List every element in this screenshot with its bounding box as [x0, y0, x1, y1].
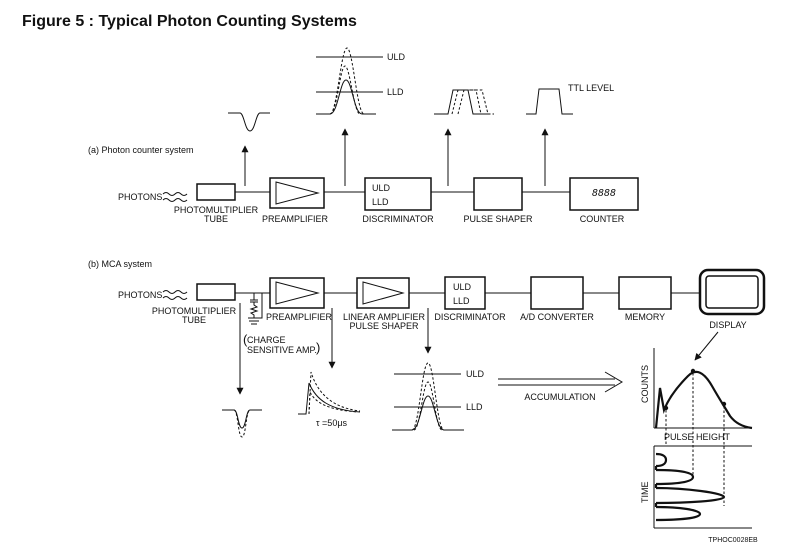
amplifier-triangle-icon [275, 181, 320, 205]
time-pulse [655, 505, 702, 522]
display-label: DISPLAY [709, 320, 746, 330]
linear-amp-output-dashed-waveform [413, 381, 443, 431]
linear-amp-line2: PULSE SHAPER [349, 321, 419, 331]
pmt-label-line1: PHOTOMULTIPLIER [174, 205, 259, 215]
preamp-output-dashed-waveform [308, 371, 361, 415]
photon-wave-icon [162, 290, 188, 294]
time-pulse [655, 486, 726, 505]
photon-wave-icon [162, 192, 188, 196]
charge-amp-line2: SENSITIVE AMP. [247, 345, 317, 355]
time-pulse [655, 468, 695, 486]
lld-label-b: LLD [453, 296, 470, 306]
display-monitor-screen [705, 275, 759, 309]
photons-label-b: PHOTONS [118, 290, 162, 300]
charge-paren-open: ( [243, 332, 248, 347]
ttl-level-label: TTL LEVEL [568, 83, 614, 93]
photon-wave-icon [162, 296, 188, 300]
linear-amp-output-dashed-waveform [411, 362, 445, 431]
photon-wave-icon [162, 198, 188, 202]
discriminator-label-b: DISCRIMINATOR [434, 312, 506, 322]
amplifier-triangle-icon [275, 281, 320, 305]
pulse-height-axis-label: PULSE HEIGHT [664, 432, 731, 442]
pulse-dashed-high-waveform [329, 47, 365, 115]
ttl-pulse-waveform [526, 88, 573, 115]
linear-amp-line1: LINEAR AMPLIFIER [343, 312, 426, 322]
footer-code: TPHOC0028EB [708, 537, 758, 544]
pmt-label-line2: TUBE [204, 214, 228, 224]
photons-label-a: PHOTONS [118, 192, 162, 202]
preamp-output-dashed-waveform [308, 390, 359, 415]
caption-photon-counter: (a) Photon counter system [88, 145, 194, 155]
preamplifier-label-a: PREAMPLIFIER [262, 214, 329, 224]
caption-mca: (b) MCA system [88, 259, 152, 269]
pmt-pulse-dashed-waveform-b [233, 409, 251, 438]
pulse-solid-waveform [316, 79, 376, 115]
counts-axis-label: COUNTS [640, 365, 650, 403]
photon-counter-system: (a) Photon counter system PHOTONS PHOTOM… [88, 47, 639, 224]
pulse-shaper-label: PULSE SHAPER [463, 214, 533, 224]
pmt-pulse-waveform-b [222, 409, 262, 429]
ad-converter-label: A/D CONVERTER [520, 312, 594, 322]
pulse-dashed-mid-waveform [329, 65, 361, 115]
photomultiplier-tube-box-b [196, 283, 236, 301]
histogram-point [663, 405, 669, 411]
uld-label-b: ULD [453, 282, 472, 292]
discriminator-output-dashed-waveform [457, 89, 494, 115]
time-pulse [655, 452, 668, 468]
charge-paren-close: ) [316, 340, 320, 355]
ad-converter-box [530, 276, 584, 310]
histogram-point [690, 368, 696, 374]
charge-amp-wire [254, 293, 263, 319]
counter-box [569, 177, 639, 211]
pmt-label-b-line2: TUBE [182, 315, 206, 325]
lld-label-a: LLD [372, 197, 389, 207]
mca-system: (b) MCA system PHOTONS PHOTOMULTIPLIER T… [88, 259, 766, 529]
linear-amp-output-waveform [392, 395, 464, 431]
discriminator-label-a: DISCRIMINATOR [362, 214, 434, 224]
accumulation-label: ACCUMULATION [524, 392, 595, 402]
pmt-label-b-line1: PHOTOMULTIPLIER [152, 306, 237, 316]
discriminator-box [364, 177, 432, 211]
tau-label: τ =50μs [316, 418, 348, 428]
photomultiplier-tube-box [196, 183, 236, 201]
pulse-shaper-box [473, 177, 523, 211]
uld-level-label-a: ULD [387, 52, 406, 62]
discriminator-output-waveform [434, 89, 490, 115]
histogram-curve [654, 370, 753, 430]
counter-display: 8888 [592, 188, 616, 199]
amplifier-triangle-icon [362, 281, 405, 305]
arrow-display-to-histogram [694, 331, 719, 361]
discriminator-box-b [444, 276, 486, 310]
lld-level-label-a: LLD [387, 87, 404, 97]
accumulation-arrow-head [604, 371, 623, 393]
discriminator-output-dashed-waveform [451, 89, 482, 115]
memory-label: MEMORY [625, 312, 665, 322]
counter-label: COUNTER [580, 214, 625, 224]
histogram-point [721, 401, 727, 407]
lld-level-label-b: LLD [466, 402, 483, 412]
charge-sensitive-amp-circuit-icon [248, 293, 260, 325]
uld-label-a: ULD [372, 183, 391, 193]
preamplifier-label-b: PREAMPLIFIER [266, 312, 333, 322]
time-axis-label: TIME [640, 482, 650, 504]
charge-amp-line1: CHARGE [247, 335, 286, 345]
uld-level-label-b: ULD [466, 369, 485, 379]
pmt-pulse-waveform [228, 112, 270, 132]
figure-title: Figure 5 : Typical Photon Counting Syste… [22, 13, 357, 30]
memory-box [618, 276, 672, 310]
